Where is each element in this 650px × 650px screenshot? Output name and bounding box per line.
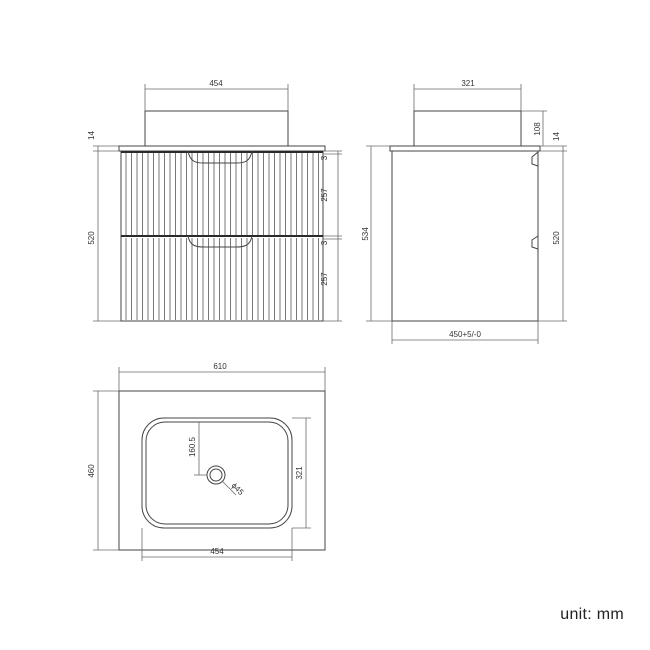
- top-basin-bowl: [145, 421, 289, 525]
- side-top-thickness-label: 14: [552, 132, 561, 141]
- top-depth-label: 460: [87, 464, 96, 478]
- front-cabinet-height-label: 520: [87, 231, 96, 245]
- side-cabinet-body: [391, 150, 539, 322]
- front-basin-width-label: 454: [209, 79, 223, 88]
- front-handle-bottom: [187, 235, 253, 248]
- unit-label: unit: mm: [560, 606, 624, 623]
- top-view: 160.5 ϕ45 610 460 321 454: [87, 362, 326, 561]
- side-basin: [413, 110, 522, 147]
- side-basin-height-label: 108: [533, 122, 542, 136]
- front-top-thickness-label: 14: [87, 131, 96, 140]
- side-handle-bottom: [531, 235, 539, 250]
- side-countertop: [389, 145, 541, 152]
- top-basin-rim: [141, 417, 293, 529]
- front-handle-top: [187, 150, 253, 164]
- side-basin-depth-label: 321: [461, 79, 475, 88]
- front-gap-top-label: 3: [320, 155, 329, 160]
- side-view: 321 534 108 14 520 450+5/-0: [361, 79, 567, 344]
- side-handle-top: [531, 151, 539, 167]
- front-view: 454 14 520 3 257 3 257: [87, 79, 342, 322]
- side-cabinet-depth-label: 450+5/-0: [449, 330, 481, 339]
- top-basin-width-label: 454: [210, 547, 224, 556]
- front-fluting: [125, 153, 319, 320]
- top-drain-inner: [209, 468, 223, 482]
- side-total-height-label: 534: [361, 227, 370, 241]
- front-drawer-top-height-label: 257: [320, 188, 329, 202]
- front-gap-bottom-label: 3: [320, 240, 329, 245]
- top-basin-depth-label: 321: [295, 466, 304, 480]
- top-drain-diameter-label: ϕ45: [230, 481, 246, 497]
- top-countertop: [118, 390, 326, 551]
- side-cabinet-height-label: 520: [552, 231, 561, 245]
- front-countertop: [118, 145, 326, 152]
- top-width-label: 610: [213, 362, 227, 371]
- front-basin: [144, 110, 289, 147]
- front-drawer-bottom-height-label: 257: [320, 272, 329, 286]
- top-drain-offset-label: 160.5: [188, 436, 197, 457]
